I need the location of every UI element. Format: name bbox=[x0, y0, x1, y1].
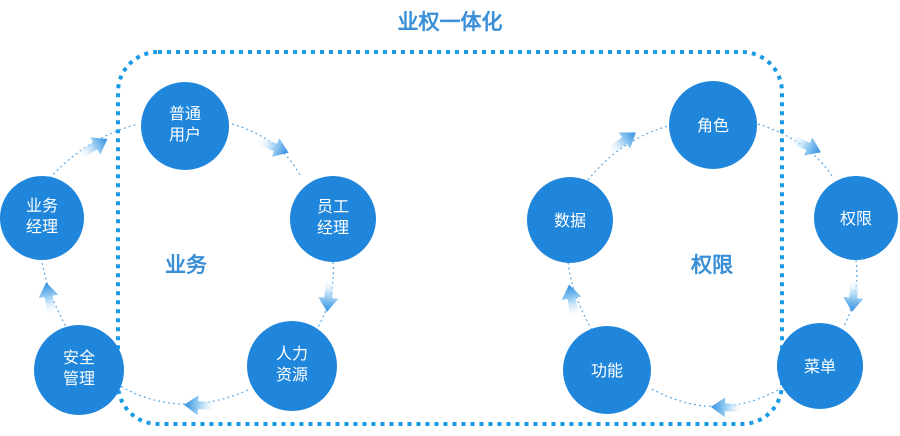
connector-caidan-gongneng bbox=[649, 387, 779, 408]
connector-quanxian-caidan bbox=[843, 259, 858, 327]
business-cycle-nodes: 普通 用户 员工 经理 人力 资源 安全 管理 业务 经理 bbox=[0, 82, 376, 415]
node-quanxian[interactable]: 权限 bbox=[814, 176, 898, 260]
connector-gongneng-shuju bbox=[567, 261, 593, 331]
node-juese-label: 角色 bbox=[697, 116, 729, 135]
node-yewu-jingli[interactable]: 业务 经理 bbox=[0, 176, 84, 260]
node-shuju[interactable]: 数据 bbox=[527, 177, 613, 263]
node-gongneng[interactable]: 功能 bbox=[563, 326, 651, 414]
arrow-shuju-juese bbox=[605, 132, 636, 156]
integration-boundary bbox=[116, 50, 784, 426]
business-cycle-connectors bbox=[38, 123, 339, 416]
node-quanxian-label: 权限 bbox=[840, 209, 872, 228]
node-anquan-line1: 安全 bbox=[63, 348, 95, 367]
connector-renli-anquan bbox=[119, 385, 249, 405]
diagram-title: 业权一体化 bbox=[398, 10, 503, 34]
arrow-renli-anquan bbox=[184, 395, 219, 416]
business-group-label: 业务 bbox=[165, 253, 208, 277]
permission-cycle-connectors bbox=[561, 123, 864, 418]
arrow-caidan-gongneng bbox=[711, 397, 746, 418]
node-juese[interactable]: 角色 bbox=[669, 81, 757, 169]
node-yuangong-line2: 经理 bbox=[317, 218, 349, 237]
arrow-juese-quanxian bbox=[788, 134, 821, 156]
arrow-anquan-yewu bbox=[38, 282, 59, 317]
connector-shuju-juese bbox=[587, 125, 669, 181]
node-yuangong-jingli[interactable]: 员工 经理 bbox=[290, 176, 376, 262]
node-yewu-line2: 经理 bbox=[26, 217, 58, 236]
node-putong-yonghu[interactable]: 普通 用户 bbox=[141, 82, 229, 170]
node-caidan-label: 菜单 bbox=[804, 357, 836, 376]
arrow-gongneng-shuju bbox=[561, 284, 582, 319]
permission-group-label: 权限 bbox=[690, 253, 733, 277]
arrow-quanxian-caidan bbox=[843, 277, 864, 312]
connector-yewu-putong bbox=[49, 123, 139, 179]
connector-juese-quanxian bbox=[757, 123, 833, 177]
node-caidan[interactable]: 菜单 bbox=[777, 323, 863, 409]
node-renli-line2: 资源 bbox=[276, 365, 308, 384]
node-anquan-line2: 管理 bbox=[63, 369, 95, 388]
node-yewu-line1: 业务 bbox=[26, 196, 58, 215]
node-yuangong-line1: 员工 bbox=[317, 197, 349, 216]
node-putong-line1: 普通 bbox=[169, 104, 201, 123]
arrow-yewu-putong bbox=[76, 137, 108, 160]
connector-anquan-yewu bbox=[41, 261, 69, 331]
node-putong-line2: 用户 bbox=[169, 125, 201, 144]
connector-putong-yuangong bbox=[231, 123, 301, 176]
permission-cycle-nodes: 角色 权限 菜单 功能 数据 bbox=[527, 81, 898, 414]
node-renli-ziyuan[interactable]: 人力 资源 bbox=[247, 321, 337, 411]
connector-yuangong-renli bbox=[317, 261, 335, 328]
node-anquan-guanli[interactable]: 安全 管理 bbox=[34, 325, 124, 415]
node-renli-line1: 人力 bbox=[276, 344, 308, 363]
arrow-yuangong-renli bbox=[318, 277, 339, 312]
node-gongneng-label: 功能 bbox=[591, 361, 623, 380]
node-shuju-label: 数据 bbox=[554, 211, 586, 230]
arrow-putong-yuangong bbox=[255, 136, 289, 157]
